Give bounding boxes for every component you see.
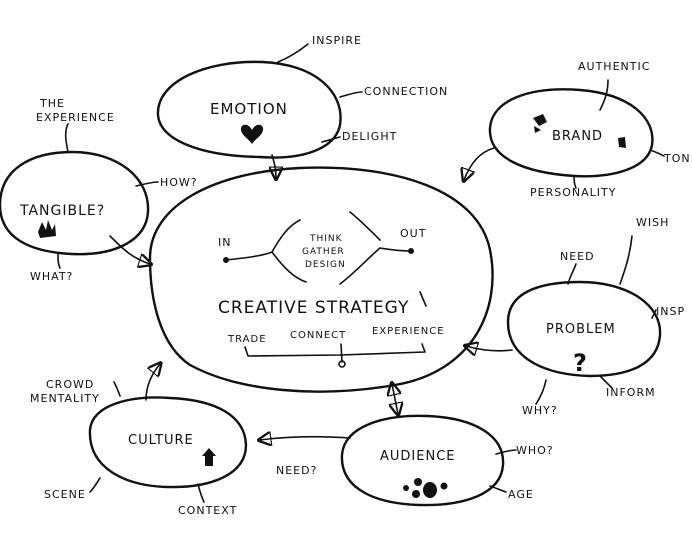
culture-note-crowd: CROWD xyxy=(46,378,94,391)
brand-note-authentic: AUTHENTIC xyxy=(578,60,650,73)
scene-line xyxy=(89,477,101,493)
culture-label: CULTURE xyxy=(128,433,194,448)
need-line xyxy=(567,263,577,285)
experience-line xyxy=(64,123,69,153)
tangible-label: TANGIBLE? xyxy=(19,203,105,219)
emotion-ellipse xyxy=(156,60,342,159)
audience-culture-arrow xyxy=(260,437,351,440)
tangible-note-experience: EXPERIENCE xyxy=(36,111,115,124)
audience-note-who: WHO? xyxy=(516,444,554,457)
connection-line xyxy=(339,91,363,98)
problem-ellipse xyxy=(506,280,662,378)
emotion-node: EMOTION INSPIRE CONNECTION DELIGHT xyxy=(156,34,448,178)
pillars-bracket xyxy=(244,343,426,357)
process-step-1: THINK xyxy=(309,234,343,244)
audience-note-age: AGE xyxy=(508,488,534,501)
inform-line xyxy=(599,375,613,389)
tangible-arrow xyxy=(109,235,150,264)
insp-line xyxy=(651,309,657,319)
culture-note-scene: SCENE xyxy=(44,488,86,501)
tangible-note-what: WHAT? xyxy=(30,270,73,283)
tone-line xyxy=(649,149,665,157)
out-label: OUT xyxy=(400,227,426,240)
context-line xyxy=(197,483,205,503)
people-icon xyxy=(403,478,448,498)
what-line xyxy=(57,253,61,269)
pillar-trade: TRADE xyxy=(227,334,267,345)
emotion-note-connection: CONNECTION xyxy=(364,85,448,98)
audience-note-need: NEED? xyxy=(276,464,317,477)
house-icon xyxy=(202,448,216,466)
pillar-connect: CONNECT xyxy=(290,330,346,341)
brand-ellipse xyxy=(488,88,654,178)
process-step-2: GATHER xyxy=(302,247,345,257)
audience-node: AUDIENCE WHO? AGE NEED? xyxy=(260,384,554,507)
center-title: CREATIVE STRATEGY xyxy=(218,298,409,318)
brand-note-personality: PERSONALITY xyxy=(530,186,616,199)
problem-arrow xyxy=(466,346,513,351)
tangible-note-how: HOW? xyxy=(160,176,198,189)
culture-ellipse xyxy=(88,396,248,489)
creative-strategy-node: IN OUT THINK GATHER DESIGN CREATIVE STRA… xyxy=(148,166,494,393)
authentic-line xyxy=(599,79,609,111)
personality-line xyxy=(573,175,577,189)
problem-label: PROBLEM xyxy=(546,322,616,337)
brand-accent-icon xyxy=(618,137,626,148)
culture-node: CULTURE CROWD MENTALITY SCENE CONTEXT xyxy=(30,364,248,517)
title-tick xyxy=(419,291,427,307)
center-ellipse xyxy=(148,166,494,393)
audience-label: AUDIENCE xyxy=(380,449,455,464)
how-line xyxy=(135,181,159,187)
problem-note-why: WHY? xyxy=(522,404,558,417)
brand-note-tone: TON xyxy=(663,152,691,165)
problem-note-inform: INFORM xyxy=(606,386,656,399)
why-line xyxy=(535,379,547,405)
inspire-line xyxy=(277,43,309,63)
audience-center-arrow xyxy=(392,384,398,414)
culture-note-mentality: MENTALITY xyxy=(30,392,100,405)
out-flow-branch xyxy=(349,211,381,241)
question-icon: ? xyxy=(573,349,587,377)
delight-line xyxy=(321,136,341,143)
problem-note-insp: INSP xyxy=(656,305,685,318)
problem-note-need: NEED xyxy=(560,250,595,263)
culture-arrow xyxy=(145,364,160,401)
in-flow-branch xyxy=(271,251,307,283)
tangible-ellipse xyxy=(0,150,150,256)
culture-note-context: CONTEXT xyxy=(178,504,237,517)
brand-mark-icon xyxy=(533,114,547,133)
tangible-note-the: THE xyxy=(39,97,65,110)
process-step-3: DESIGN xyxy=(305,260,346,270)
emotion-note-delight: DELIGHT xyxy=(342,130,397,143)
problem-node: PROBLEM ? WISH NEED INSP WHY? INFORM xyxy=(466,216,685,417)
pillar-experience: EXPERIENCE xyxy=(372,326,445,337)
out-flow-line xyxy=(339,247,412,285)
emotion-arrow xyxy=(272,154,276,178)
problem-note-wish: WISH xyxy=(636,216,669,229)
heart-icon xyxy=(240,124,264,144)
bracket-stem xyxy=(340,343,343,363)
hand-gesture-icon xyxy=(38,220,56,238)
age-line xyxy=(489,485,507,493)
brand-node: BRAND AUTHENTIC TON PERSONALITY xyxy=(464,60,691,199)
wish-line xyxy=(619,235,633,285)
in-label: IN xyxy=(218,236,231,249)
brand-label: BRAND xyxy=(552,129,603,144)
emotion-label: EMOTION xyxy=(210,100,288,118)
crowd-line xyxy=(113,381,121,397)
who-line xyxy=(495,449,517,455)
emotion-note-inspire: INSPIRE xyxy=(312,34,362,47)
in-flow-line xyxy=(225,219,301,261)
bracket-knob xyxy=(338,360,346,368)
tangible-node: TANGIBLE? THE EXPERIENCE HOW? WHAT? xyxy=(0,97,198,283)
brand-arrow xyxy=(464,147,495,180)
